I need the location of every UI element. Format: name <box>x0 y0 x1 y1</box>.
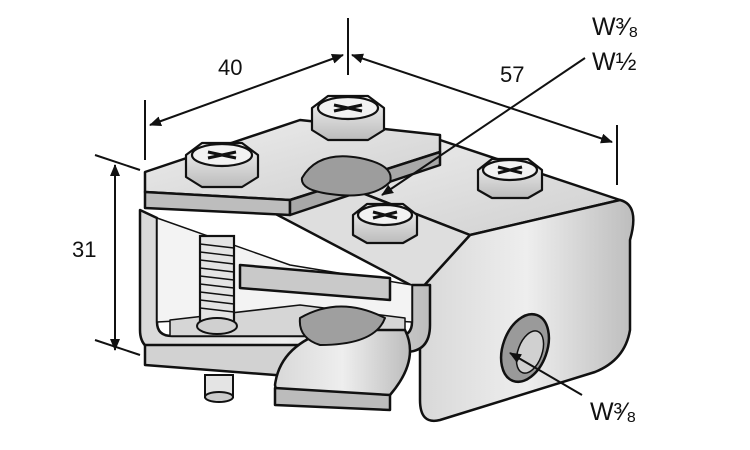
bolt-2 <box>184 141 260 189</box>
leader-lines <box>381 57 586 396</box>
ext-line-height-bottom <box>94 339 141 356</box>
dimension-lines <box>94 18 618 356</box>
leader-top-slot <box>381 57 586 196</box>
dim-label-height: 31 <box>72 237 96 262</box>
bolt-3 <box>476 157 544 200</box>
dim-label-width: 40 <box>218 55 242 80</box>
bolt-1 <box>310 94 386 142</box>
callout-side-hole-size: W³⁄₈ <box>590 398 636 426</box>
dim-arrow-length <box>351 53 613 144</box>
set-screw <box>196 234 238 403</box>
lower-jaw <box>143 305 412 412</box>
callout-top-slot-size-2: W½ <box>592 48 637 76</box>
dim-arrow-width <box>149 54 344 126</box>
bolt-4 <box>351 202 419 245</box>
leader-side-hole <box>509 352 583 396</box>
callout-top-slot-size-1: W³⁄₈ <box>592 13 638 41</box>
dim-label-length: 57 <box>500 62 524 87</box>
ext-line-height-top <box>94 154 141 171</box>
